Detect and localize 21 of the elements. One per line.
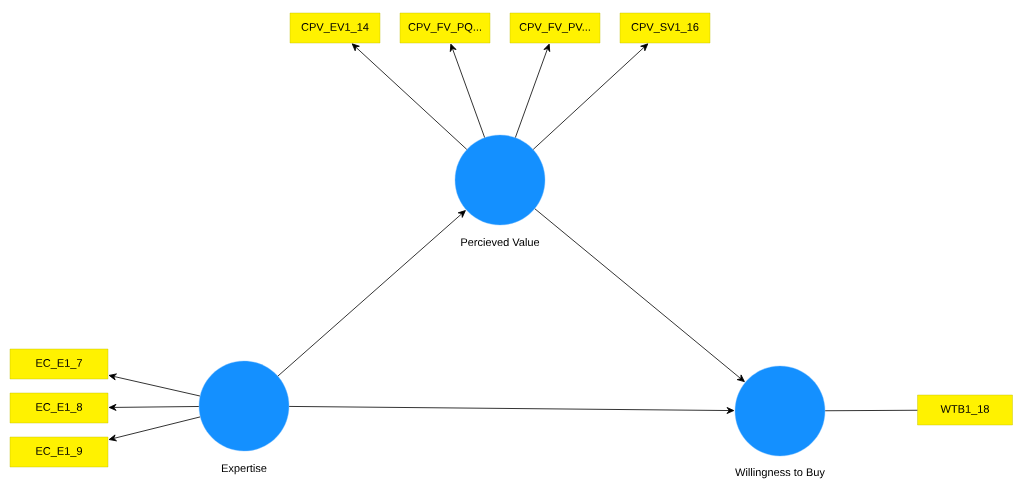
arrow (351, 43, 468, 150)
arrow (532, 43, 649, 150)
indicator-box: EC_E1_9 (9, 436, 109, 468)
node-label: Willingness to Buy (735, 468, 825, 479)
arrow (534, 208, 745, 382)
arrow (108, 373, 201, 397)
arrow (515, 43, 551, 138)
node-label: Expertise (221, 464, 267, 475)
indicator-box: CPV_SV1_16 (619, 12, 711, 44)
arrow (108, 403, 200, 411)
indicator-box: WTB1_18 (917, 394, 1013, 426)
indicator-box: CPV_FV_PQ... (399, 12, 491, 44)
node-label: Percieved Value (461, 238, 540, 247)
arrow (449, 43, 486, 138)
arrow (108, 416, 201, 442)
indicator-box: EC_E1_7 (9, 348, 109, 380)
arrow (277, 210, 466, 377)
indicator-box: EC_E1_8 (9, 392, 109, 424)
indicator-box: CPV_EV1_14 (289, 12, 381, 44)
indicator-box: CPV_FV_PV... (509, 12, 601, 44)
arrow (288, 406, 735, 414)
